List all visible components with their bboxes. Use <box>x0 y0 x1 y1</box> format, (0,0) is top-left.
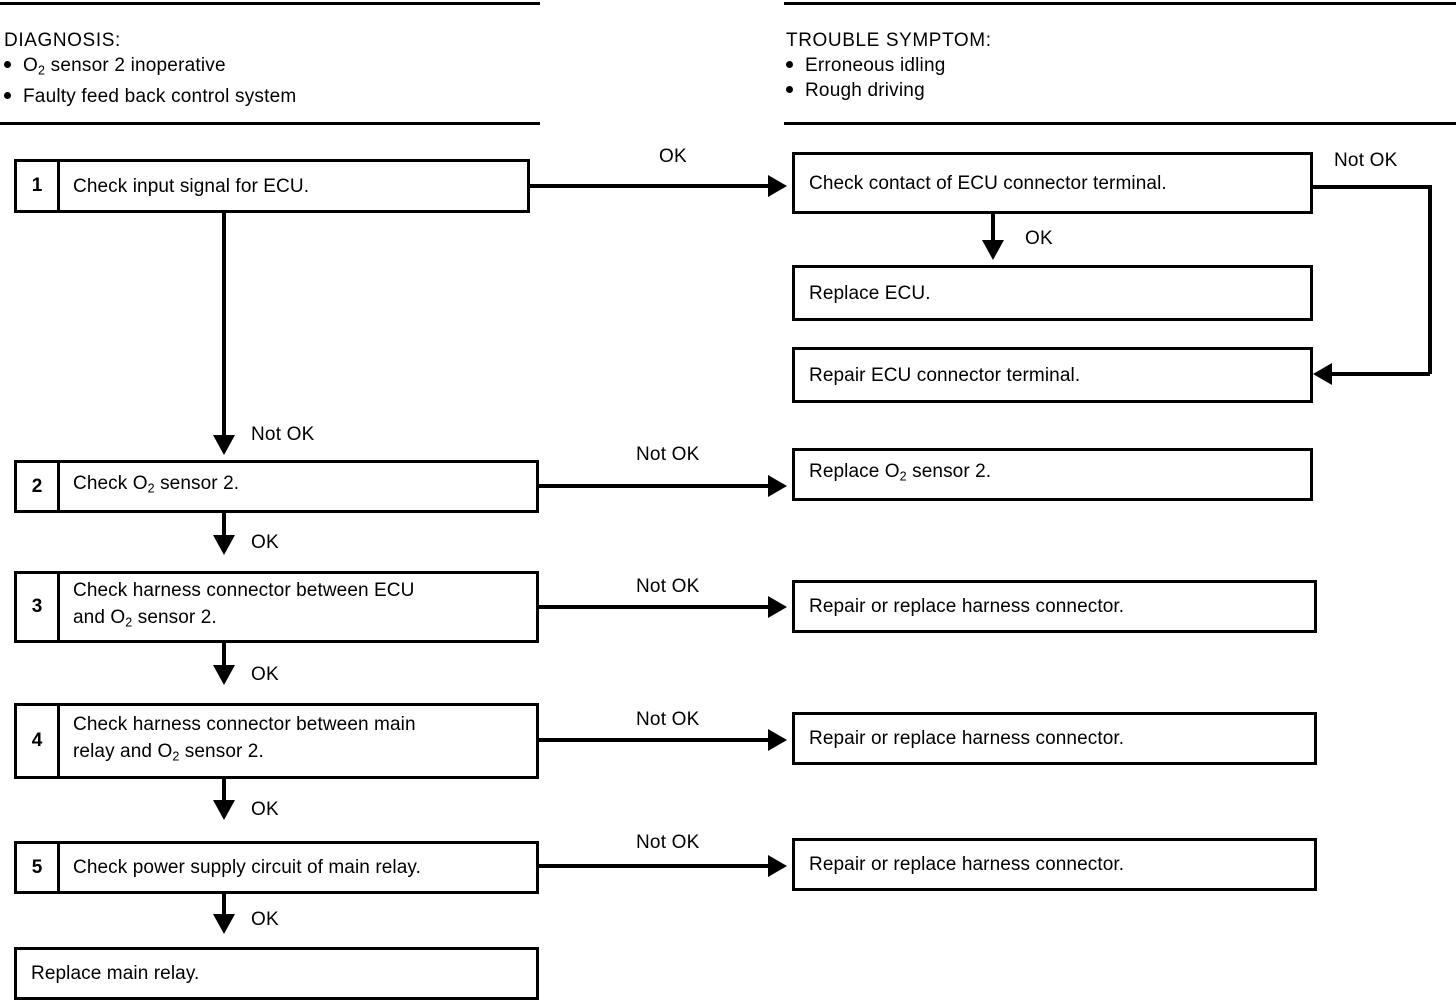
step-number-1: 1 <box>17 162 60 210</box>
arrowhead-step4-to-result6 <box>768 729 787 751</box>
diagnosis-bullet-0: O2 sensor 2 inoperative <box>4 53 296 84</box>
step-number-5: 5 <box>17 844 60 891</box>
arrowhead-result1-to-result2 <box>982 240 1004 260</box>
diagnosis-title: DIAGNOSIS: <box>4 30 121 51</box>
connector-label-step3-down: OK <box>251 664 279 685</box>
step-box-2[interactable]: 2 Check O2 sensor 2. <box>14 460 539 513</box>
trouble-symptom-header: TROUBLE SYMPTOM: Erroneous idling Rough … <box>786 28 992 103</box>
connector-label-step3-right: Not OK <box>636 576 700 597</box>
connector-result1-notok-right <box>1428 185 1432 374</box>
connector-result1-notok-bottom <box>1332 372 1430 376</box>
result-text-5: Repair or replace harness connector. <box>809 596 1125 617</box>
arrowhead-notok-to-result3 <box>1313 363 1332 385</box>
terminal-box-replace-main-relay[interactable]: Replace main relay. <box>14 947 539 1000</box>
diagnosis-header: DIAGNOSIS: O2 sensor 2 inoperative Fault… <box>4 28 296 109</box>
connector-label-step4-right: Not OK <box>636 709 700 730</box>
symptom-bullet-text: Rough driving <box>805 80 925 101</box>
connector-step3-to-step4 <box>222 643 226 671</box>
connector-step2-to-step3 <box>222 513 226 543</box>
connector-label-step5-right: Not OK <box>636 832 700 853</box>
step-text-2: Check O2 sensor 2. <box>73 473 240 496</box>
connector-label-result1-down: OK <box>1025 228 1053 249</box>
step-number-4: 4 <box>17 706 60 776</box>
step-text-1: Check input signal for ECU. <box>73 175 310 197</box>
arrowhead-step3-to-result5 <box>768 596 787 618</box>
diagnosis-bullet-text: Faulty feed back control system <box>23 85 297 107</box>
terminal-text: Replace main relay. <box>31 963 200 984</box>
arrowhead-step5-to-terminal <box>213 914 235 934</box>
connector-step2-to-result4 <box>539 484 770 488</box>
connector-label-result1-right: Not OK <box>1334 150 1398 171</box>
arrowhead-step2-to-result4 <box>768 475 787 497</box>
result-box-7[interactable]: Repair or replace harness connector. <box>792 838 1317 891</box>
symptom-bullet-1: Rough driving <box>786 78 992 103</box>
result-box-1[interactable]: Check contact of ECU connector terminal. <box>792 152 1313 214</box>
top-rule-right <box>784 2 1456 5</box>
top-rule-left <box>0 2 540 5</box>
arrowhead-step3-to-step4 <box>213 665 235 685</box>
step-text-5: Check power supply circuit of main relay… <box>73 857 421 878</box>
result-box-6[interactable]: Repair or replace harness connector. <box>792 712 1317 765</box>
connector-label-step2-right: Not OK <box>636 444 700 465</box>
connector-step5-to-result7 <box>539 864 770 868</box>
connector-result1-to-result2 <box>991 214 995 248</box>
symptom-bullet-0: Erroneous idling <box>786 53 992 78</box>
arrowhead-step1-to-result1 <box>768 175 787 197</box>
result-text-6: Repair or replace harness connector. <box>809 728 1125 749</box>
connector-step4-to-result6 <box>539 738 770 742</box>
connector-step3-to-result5 <box>539 605 770 609</box>
diagnosis-bullet-1: Faulty feed back control system <box>4 84 296 109</box>
arrowhead-step4-to-step5 <box>213 800 235 820</box>
connector-label-step1-down: Not OK <box>251 424 315 445</box>
diagnosis-bullet-text: O2 sensor 2 inoperative <box>23 55 226 78</box>
connector-step5-to-terminal <box>222 894 226 922</box>
connector-step4-to-step5 <box>222 779 226 807</box>
arrowhead-step2-to-step3 <box>213 535 235 555</box>
connector-label-step2-down: OK <box>251 532 279 553</box>
step-number-3: 3 <box>17 574 60 640</box>
step-box-5[interactable]: 5 Check power supply circuit of main rel… <box>14 841 539 894</box>
trouble-symptom-title: TROUBLE SYMPTOM: <box>786 30 992 51</box>
result-text-3: Repair ECU connector terminal. <box>809 364 1081 386</box>
bullet-dot-icon <box>786 86 793 93</box>
arrowhead-step1-to-step2 <box>213 435 235 455</box>
header-rule-right <box>784 122 1456 125</box>
step-number-2: 2 <box>17 463 60 510</box>
bullet-dot-icon <box>4 61 11 68</box>
result-box-4[interactable]: Replace O2 sensor 2. <box>792 448 1313 501</box>
result-text-7: Repair or replace harness connector. <box>809 854 1125 875</box>
symptom-bullet-text: Erroneous idling <box>805 55 946 76</box>
header-rule-left <box>0 122 540 125</box>
result-text-2: Replace ECU. <box>809 282 931 304</box>
connector-label-step5-down: OK <box>251 909 279 930</box>
connector-label-step4-down: OK <box>251 799 279 820</box>
arrowhead-step5-to-result7 <box>768 855 787 877</box>
connector-label-step1-right: OK <box>659 146 687 167</box>
result-text-4: Replace O2 sensor 2. <box>809 461 992 484</box>
result-text-1: Check contact of ECU connector terminal. <box>809 172 1167 194</box>
connector-result1-notok-top <box>1311 185 1432 189</box>
bullet-dot-icon <box>786 61 793 68</box>
result-box-5[interactable]: Repair or replace harness connector. <box>792 580 1317 633</box>
step-box-1[interactable]: 1 Check input signal for ECU. <box>14 159 530 213</box>
connector-step1-to-step2 <box>222 213 226 437</box>
result-box-3[interactable]: Repair ECU connector terminal. <box>792 347 1313 403</box>
connector-step1-to-result1 <box>530 184 770 188</box>
bullet-dot-icon <box>4 91 11 99</box>
result-box-2[interactable]: Replace ECU. <box>792 265 1313 321</box>
